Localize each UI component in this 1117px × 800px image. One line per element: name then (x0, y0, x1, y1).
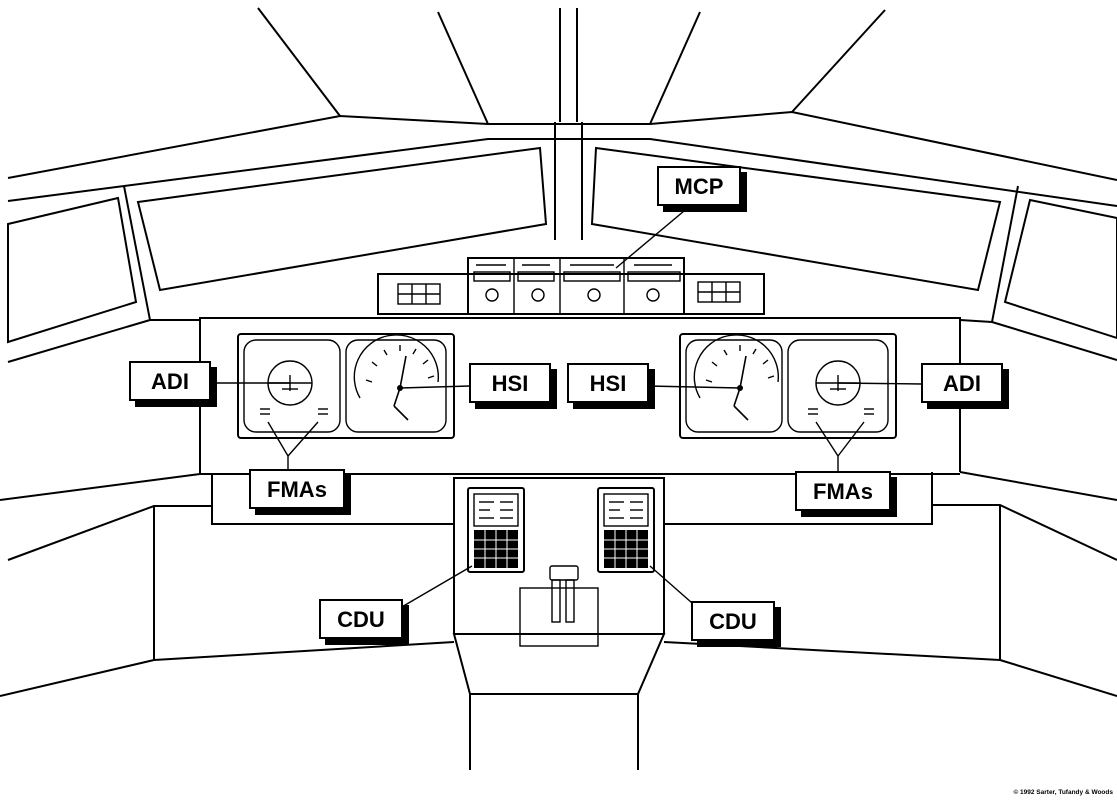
label-adi-right: ADI (922, 364, 1009, 409)
label-fmas-right: FMAs (796, 472, 897, 517)
label-mcp: MCP (658, 167, 747, 212)
glareshield (150, 320, 992, 322)
label-cdu-left-text: CDU (337, 607, 385, 632)
windshield-frame (8, 8, 1117, 240)
leader-lines (210, 206, 922, 610)
label-hsi-left-text: HSI (492, 371, 529, 396)
label-adi-left-text: ADI (151, 369, 189, 394)
left-side-window (8, 186, 150, 362)
left-display-unit (238, 334, 454, 438)
label-adi-right-text: ADI (943, 371, 981, 396)
label-adi-left: ADI (130, 362, 217, 407)
left-side-console (0, 474, 454, 696)
left-cdu-unit (468, 488, 524, 572)
throttle-levers (550, 566, 578, 622)
mode-control-panel (378, 258, 764, 314)
right-front-window (592, 148, 1000, 290)
label-cdu-right-text: CDU (709, 609, 757, 634)
right-hsi-display (694, 335, 778, 420)
label-mcp-text: MCP (675, 174, 724, 199)
label-hsi-right: HSI (568, 364, 655, 409)
label-fmas-right-text: FMAs (813, 479, 873, 504)
right-cdu-unit (598, 488, 654, 572)
label-cdu-right: CDU (692, 602, 781, 647)
label-fmas-left: FMAs (250, 470, 351, 515)
left-adi-display (260, 361, 328, 414)
copyright-credit: © 1992 Sarter, Tufandy & Woods (1013, 788, 1113, 796)
center-pedestal (454, 478, 664, 770)
label-cdu-left: CDU (320, 600, 409, 645)
label-hsi-right-text: HSI (590, 371, 627, 396)
right-side-window (992, 186, 1117, 360)
label-fmas-left-text: FMAs (267, 477, 327, 502)
left-front-window (138, 148, 546, 290)
left-hsi-display (354, 335, 438, 420)
right-adi-display (808, 361, 874, 414)
label-hsi-left: HSI (470, 364, 557, 409)
